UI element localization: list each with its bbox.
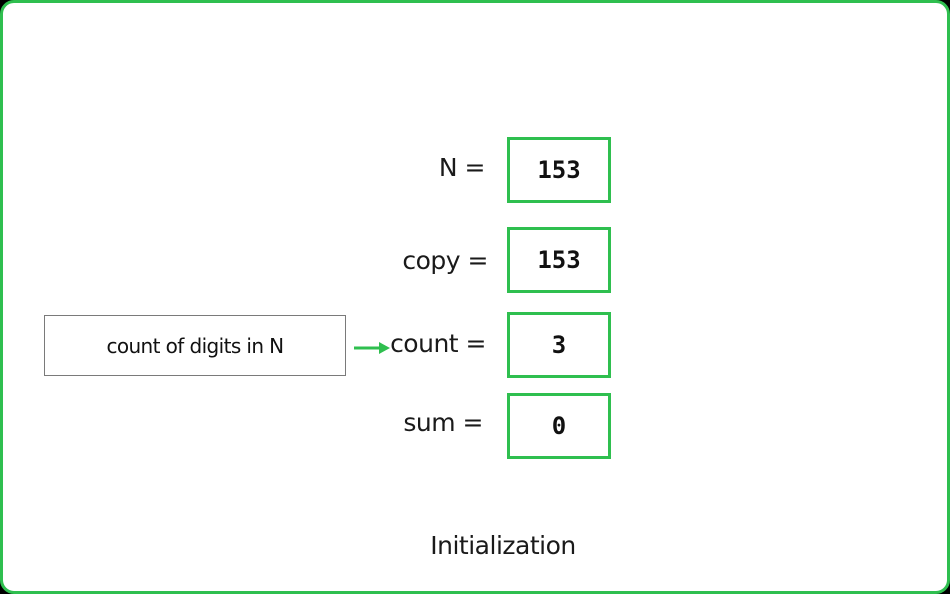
value-box-copy: 153 [507, 227, 611, 293]
value-box-count: 3 [507, 312, 611, 378]
var-label-count: count = [390, 329, 486, 358]
value-box-sum: 0 [507, 393, 611, 459]
diagram-caption: Initialization [430, 531, 576, 560]
value-box-n: 153 [507, 137, 611, 203]
right-arrow-icon [354, 342, 390, 354]
var-label-n: N = [438, 153, 486, 182]
count-note-box: count of digits in N [44, 315, 346, 376]
var-label-sum: sum = [403, 408, 483, 437]
var-label-copy: copy = [402, 246, 488, 275]
